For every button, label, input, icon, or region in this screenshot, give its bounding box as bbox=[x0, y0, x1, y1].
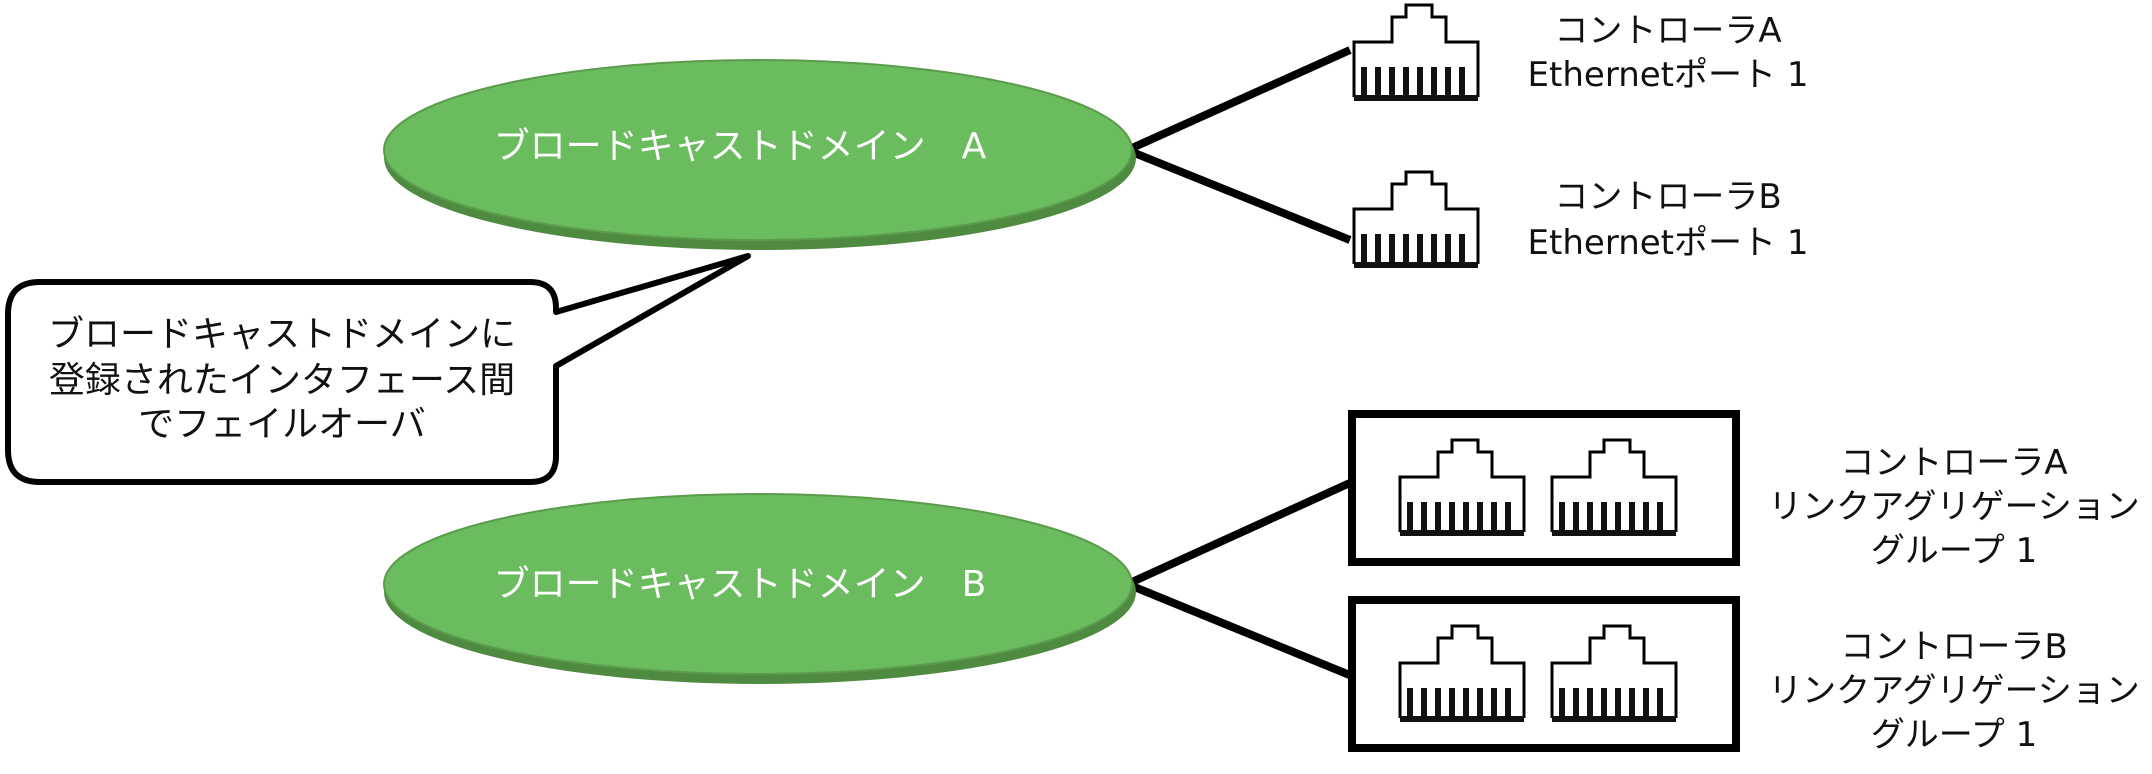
domain-a-label: ブロードキャストドメイン A bbox=[494, 126, 987, 167]
group-b-line-3: グループ 1 bbox=[1871, 715, 2037, 755]
broadcast-domain-b: ブロードキャストドメイン B bbox=[383, 493, 1136, 684]
callout-line-1: ブロードキャストドメインに bbox=[48, 314, 516, 355]
group-a-line-1: コントローラA bbox=[1840, 443, 2067, 483]
port-b-line-1: コントローラB bbox=[1554, 177, 1781, 217]
link-b-to-group-b bbox=[1130, 582, 1354, 680]
callout-line-3: でフェイルオーバ bbox=[138, 404, 426, 445]
ethernet-port-b: コントローラB Ethernetポート 1 bbox=[1352, 170, 1809, 270]
domain-b-label: ブロードキャストドメイン B bbox=[494, 564, 987, 605]
port-a-line-2: Ethernetポート 1 bbox=[1528, 55, 1809, 95]
callout-line-2: 登録されたインタフェース間 bbox=[49, 360, 515, 401]
link-a-to-port-a bbox=[1130, 46, 1352, 152]
group-b-line-2: リンクアグリゲーション bbox=[1768, 671, 2140, 711]
ethernet-port-a: コントローラA Ethernetポート 1 bbox=[1352, 3, 1809, 103]
link-b-to-group-a bbox=[1130, 478, 1354, 586]
broadcast-domain-a: ブロードキャストドメイン A bbox=[383, 59, 1136, 250]
group-a-line-2: リンクアグリゲーション bbox=[1768, 487, 2140, 527]
ethernet-port-icon bbox=[1352, 170, 1480, 270]
link-aggregation-group-b: コントローラB リンクアグリゲーション グループ 1 bbox=[1348, 596, 2140, 755]
link-a-to-port-b bbox=[1130, 148, 1352, 244]
group-b-line-1: コントローラB bbox=[1840, 627, 2067, 667]
port-a-line-1: コントローラA bbox=[1554, 11, 1781, 51]
ethernet-port-icon bbox=[1352, 3, 1480, 103]
link-aggregation-group-a: コントローラA リンクアグリゲーション グループ 1 bbox=[1348, 410, 2140, 571]
port-b-line-2: Ethernetポート 1 bbox=[1528, 223, 1809, 263]
failover-callout: ブロードキャストドメインに 登録されたインタフェース間 でフェイルオーバ bbox=[5, 253, 751, 485]
group-a-line-3: グループ 1 bbox=[1871, 531, 2037, 571]
